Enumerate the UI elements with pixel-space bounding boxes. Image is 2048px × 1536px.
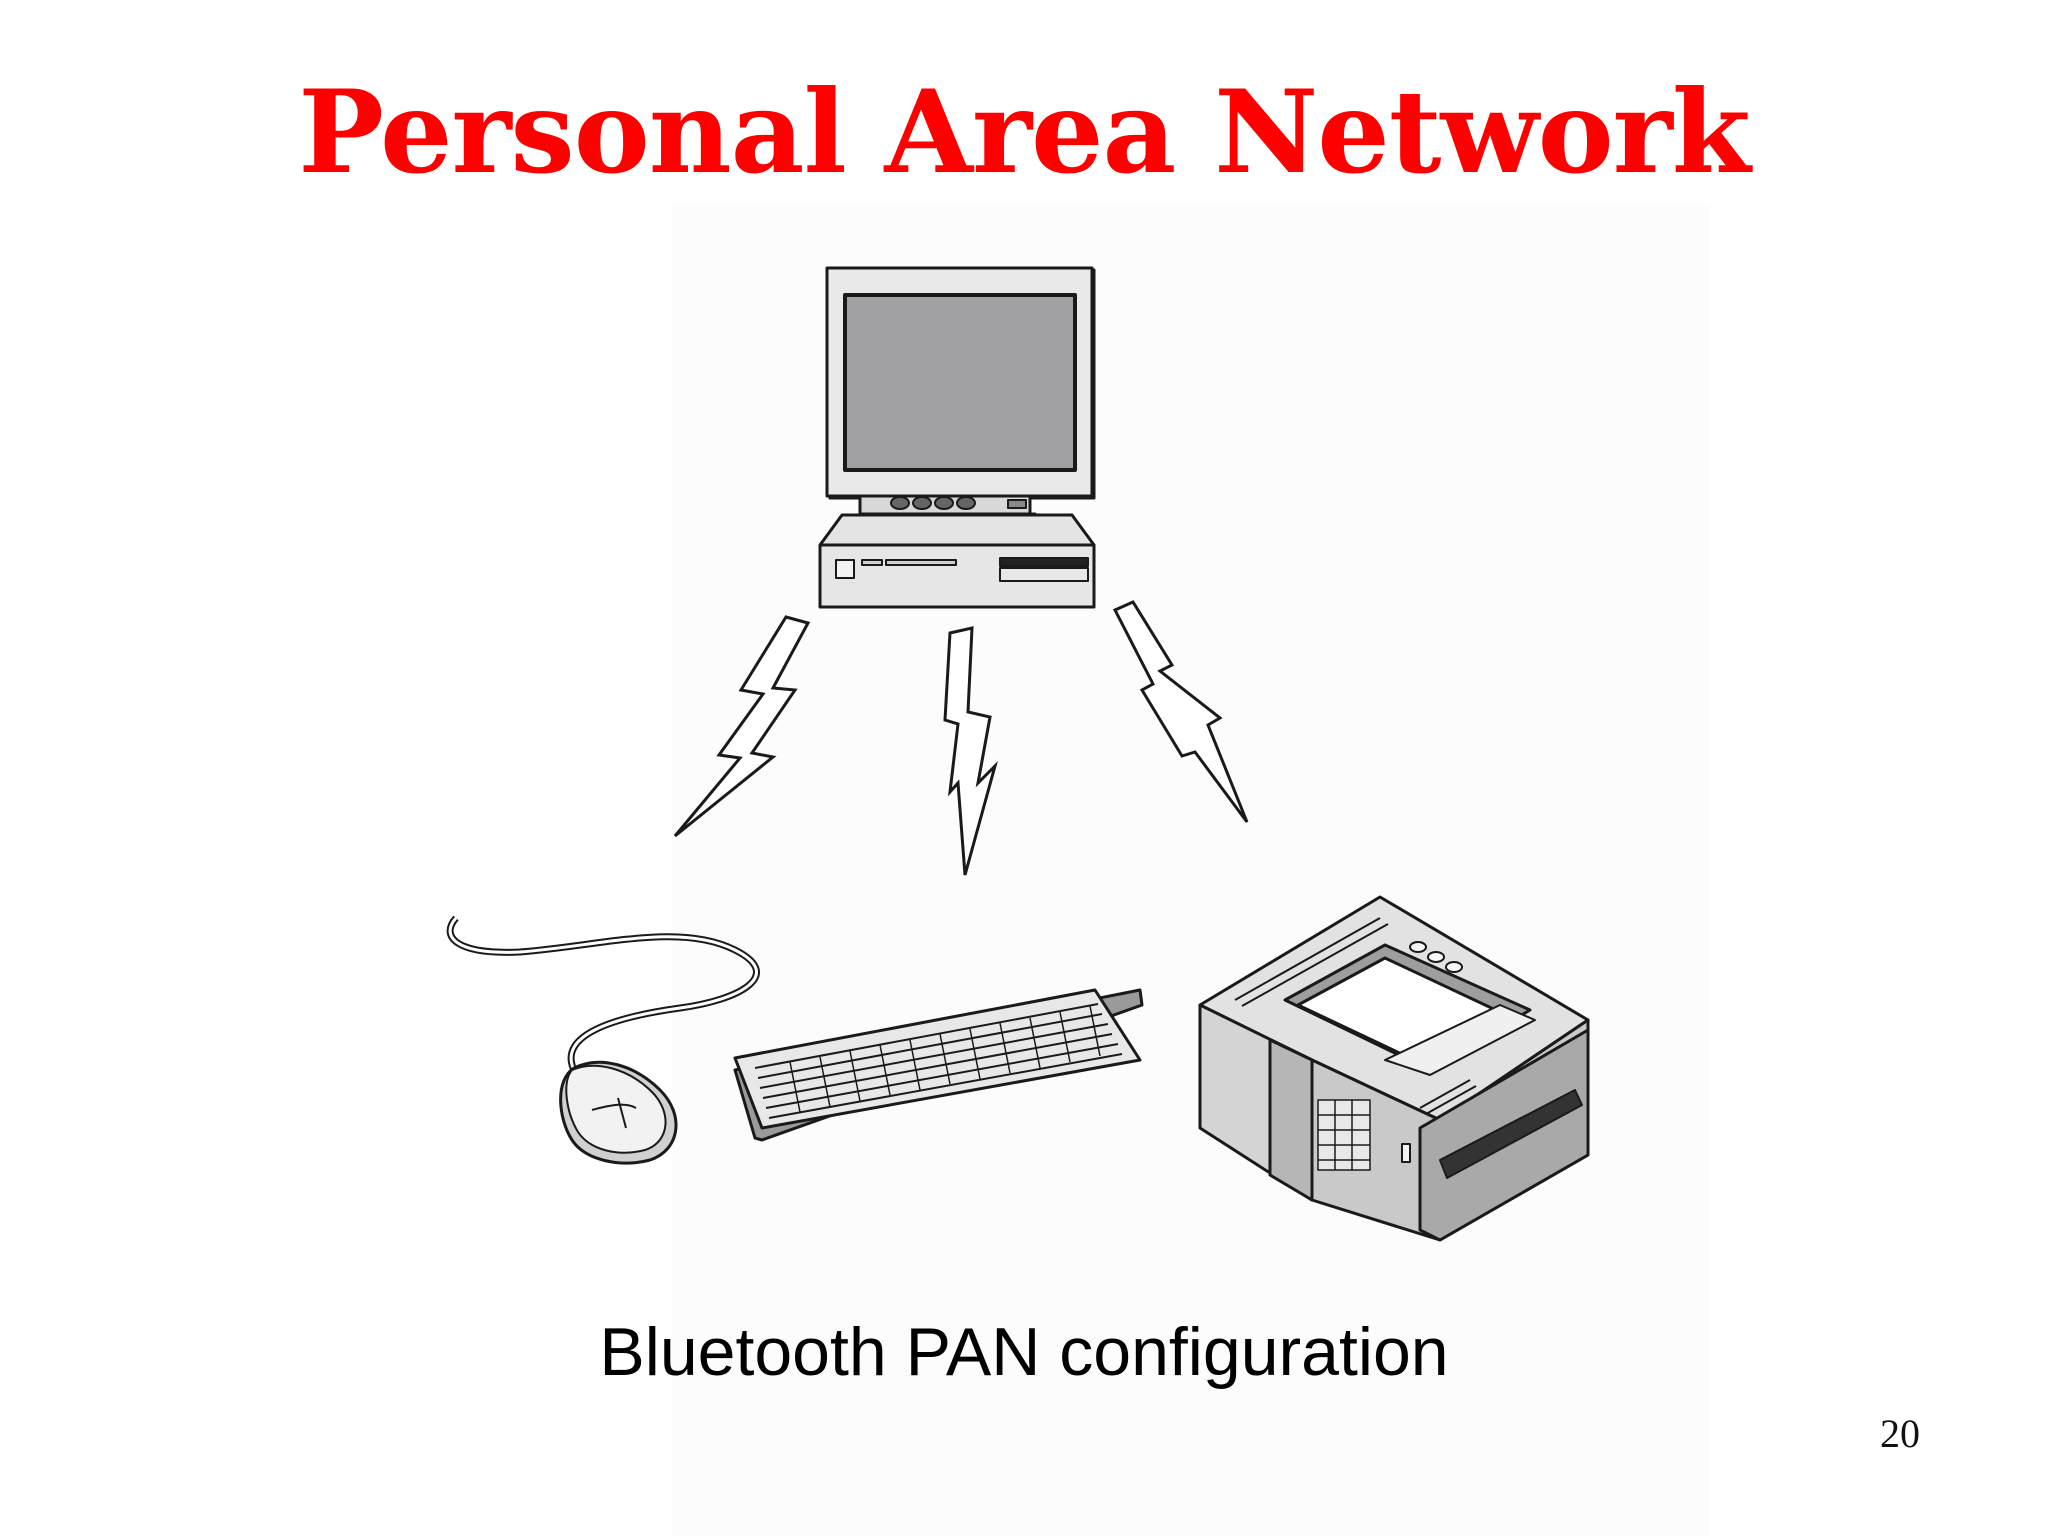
page-number: 20	[1880, 1411, 1920, 1456]
lightning-bolt-icon	[1112, 600, 1249, 823]
mouse-icon	[446, 915, 760, 1165]
printer-icon	[1198, 895, 1590, 1242]
slide-title: Personal Area Network	[298, 65, 1750, 199]
diagram-caption: Bluetooth PAN configuration	[599, 1314, 1449, 1390]
lightning-bolt-icon	[943, 626, 998, 876]
lightning-bolt-icon	[673, 615, 811, 838]
desktop-computer-icon	[818, 266, 1096, 609]
keyboard-icon	[733, 988, 1144, 1142]
